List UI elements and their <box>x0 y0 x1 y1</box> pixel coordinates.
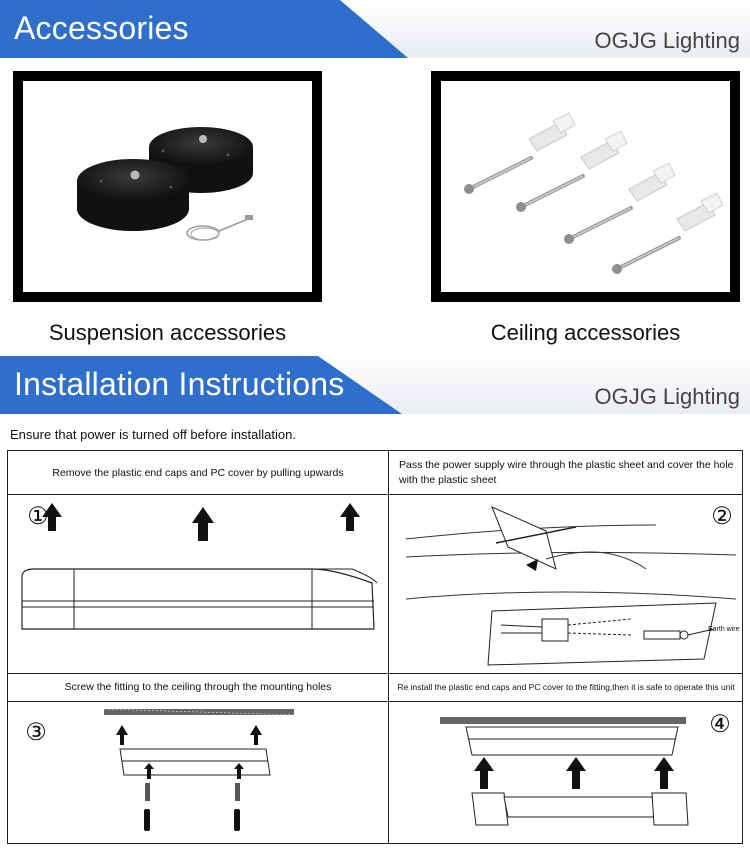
step-4-number: ④ <box>709 711 731 738</box>
screws-and-anchors-image <box>464 112 725 276</box>
step-3-diagram <box>103 708 295 831</box>
step-4-instruction: Re install the plastic end caps and PC c… <box>397 682 735 692</box>
divider <box>8 701 742 702</box>
power-off-note: Ensure that power is turned off before i… <box>10 427 296 442</box>
suspension-canopies-image <box>77 127 253 241</box>
step-1-diagram <box>21 503 378 630</box>
suspension-caption: Suspension accessories <box>48 320 287 345</box>
banner-blue-shape <box>0 0 408 58</box>
installation-brand: OGJG Lighting <box>594 384 740 409</box>
accessories-banner: Accessories OGJG Lighting <box>0 0 750 58</box>
divider <box>388 451 389 843</box>
step-3-number: ③ <box>25 719 47 746</box>
installation-title: Installation Instructions <box>14 366 345 402</box>
step-3-instruction: Screw the fitting to the ceiling through… <box>64 681 332 693</box>
suspension-photo <box>13 71 322 302</box>
step-1-instruction: Remove the plastic end caps and PC cover… <box>52 466 344 479</box>
accessories-title: Accessories <box>14 10 189 46</box>
step-4-diagram <box>440 717 689 826</box>
step-2-number: ② <box>711 503 733 530</box>
ceiling-photo <box>431 71 740 302</box>
accessories-brand: OGJG Lighting <box>594 28 740 53</box>
banner-blue-shape <box>0 356 402 414</box>
divider <box>8 494 742 495</box>
ceiling-caption: Ceiling accessories <box>490 320 681 345</box>
divider <box>8 673 742 674</box>
step-2-diagram <box>405 506 737 666</box>
installation-banner: Installation Instructions OGJG Lighting <box>0 356 750 414</box>
step-1-number: ① <box>27 503 49 530</box>
instruction-table: Remove the plastic end caps and PC cover… <box>7 450 743 844</box>
step-2-instruction: Pass the power supply wire through the p… <box>399 459 734 486</box>
earth-wire-label: Earth wire <box>708 626 740 633</box>
